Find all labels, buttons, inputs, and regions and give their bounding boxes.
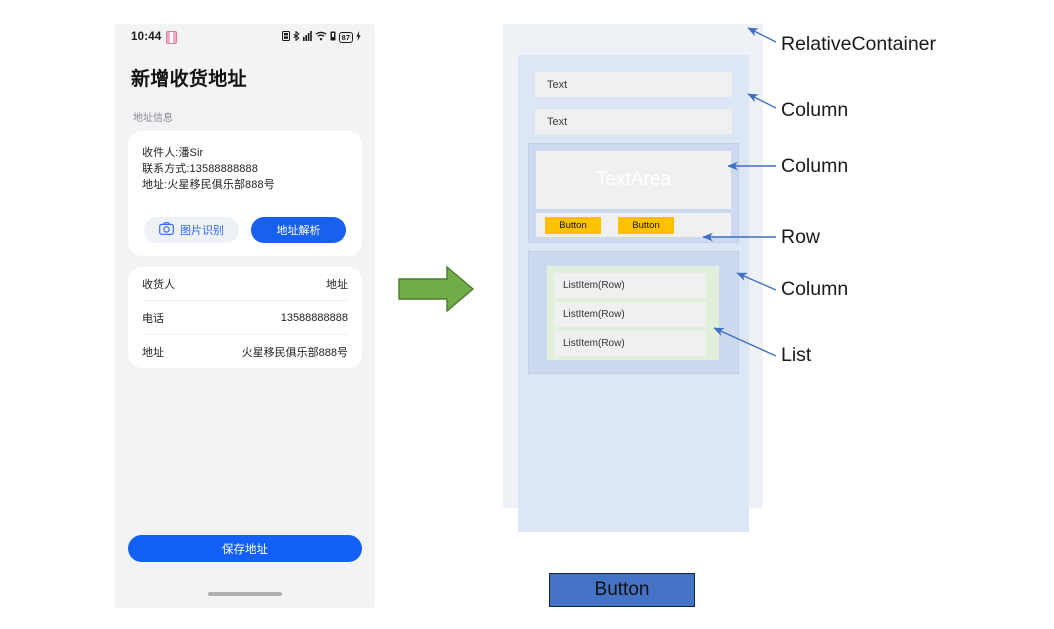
table-row[interactable]: 电话 13588888888 [142,301,348,335]
wifi-icon [315,31,327,43]
save-address-button[interactable]: 保存地址 [128,535,362,562]
list-item[interactable]: ListItem(Row) [554,331,706,356]
list-item[interactable]: ListItem(Row) [554,302,706,327]
recipient-line: 收件人:潘Sir [142,147,204,159]
image-recognize-button[interactable]: 图片识别 [144,217,239,243]
bluetooth-icon [293,30,300,43]
relativecontainer-block: Text Text TextArea Button Button ListIte… [518,55,749,532]
phone-mockup: 10:44 87 新增收货地址 地址信息 [115,24,375,608]
wireframe-diagram: Text Text TextArea Button Button ListIte… [503,24,763,609]
textarea-block[interactable]: TextArea [536,151,731,209]
page-title: 新增收货地址 [131,69,247,90]
status-bar-clock: 10:44 [131,31,162,43]
row-value: 火星移民俱乐部888号 [241,346,348,359]
flow-arrow-icon [397,263,477,320]
status-bar: 10:44 87 [115,24,375,50]
wireframe-button-2[interactable]: Button [618,216,674,234]
home-indicator [208,592,282,596]
row-value: 13588888888 [280,311,348,324]
text-field-1[interactable]: Text [535,72,732,97]
annotation-relativecontainer: RelativeContainer [781,33,937,55]
text-field-2[interactable]: Text [535,109,732,134]
signal-bars-icon [302,31,312,43]
recognition-card: 收件人:潘Sir 联系方式:13588888888 地址:火星移民俱乐部888号… [128,131,362,256]
charging-bolt-icon [356,31,361,43]
table-row[interactable]: 收货人 地址 [142,267,348,301]
column-block-textarea: TextArea Button Button [528,143,739,243]
address-line: 地址:火星移民俱乐部888号 [142,179,275,191]
list-item[interactable]: ListItem(Row) [554,273,706,298]
parse-address-label: 地址解析 [276,225,321,237]
recognition-actions: 图片识别 地址解析 [142,217,348,243]
table-row[interactable]: 地址 火星移民俱乐部888号 [142,335,348,368]
wireframe-button-1[interactable]: Button [545,216,601,234]
battery-indicator: 87 [338,31,353,43]
wireframe-bottom-button[interactable]: Button [549,573,695,607]
camera-icon [159,222,174,238]
address-form-card: 收货人 地址 电话 13588888888 地址 火星移民俱乐部888号 [128,267,362,368]
annotation-column-1: Column [781,99,849,121]
contact-line: 联系方式:13588888888 [142,163,258,175]
column-block-main: Text Text TextArea Button Button ListIte… [518,55,749,532]
status-bar-left: 10:44 [131,30,178,44]
section-label: 地址信息 [133,113,173,124]
list-block: ListItem(Row) ListItem(Row) ListItem(Row… [547,266,719,360]
vibrate-icon [330,31,336,43]
pill-indicator-icon [166,30,178,44]
row-block-buttons: Button Button [536,213,731,237]
row-key: 收货人 [142,278,175,291]
status-bar-right: 87 [281,30,361,43]
sim-icon [281,31,290,43]
row-value: 地址 [326,278,348,291]
annotation-column-2: Column [781,155,849,177]
annotation-column-3: Column [781,278,849,300]
column-block-list: ListItem(Row) ListItem(Row) ListItem(Row… [528,251,739,374]
annotation-list: List [781,344,812,366]
annotation-row: Row [781,226,821,248]
parse-address-button[interactable]: 地址解析 [251,217,346,243]
row-key: 地址 [142,346,164,359]
image-recognize-label: 图片识别 [180,225,224,237]
row-key: 电话 [142,312,164,325]
